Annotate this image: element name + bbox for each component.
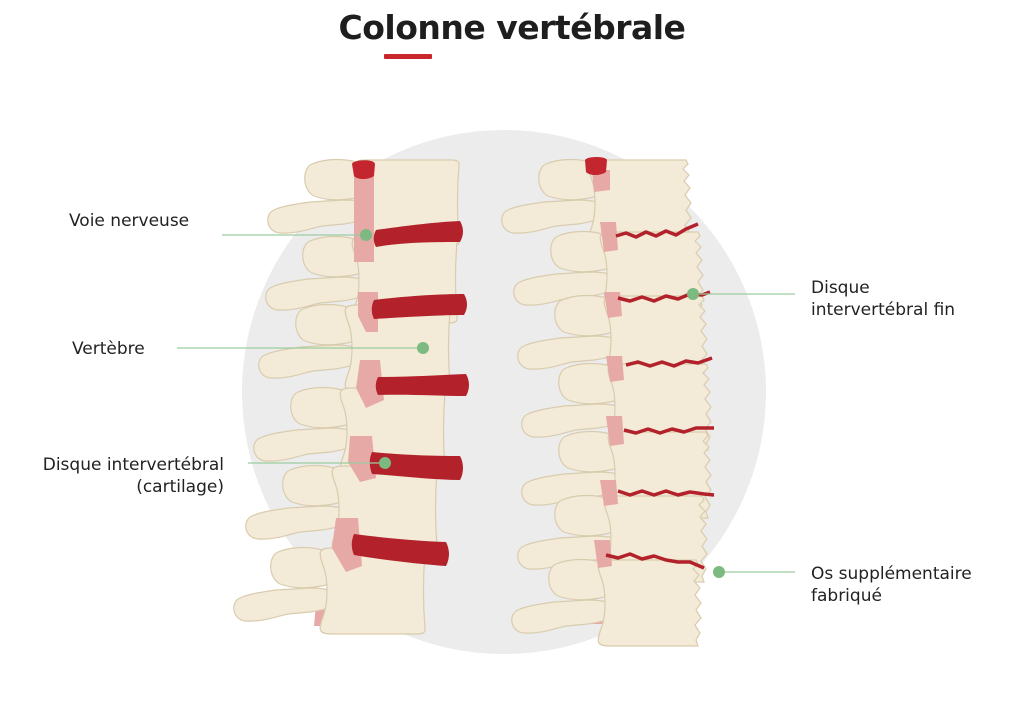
healthy-discs bbox=[351, 221, 469, 566]
marker-disc bbox=[379, 457, 391, 469]
label-disc: Disque intervertébral (cartilage) bbox=[22, 454, 224, 498]
leader-lines bbox=[177, 234, 795, 573]
title-underline bbox=[384, 54, 432, 59]
label-extra-bone-line2: fabriqué bbox=[811, 586, 882, 606]
healthy-spine bbox=[233, 158, 469, 635]
label-thin-disc: Disque intervertébral fin bbox=[811, 277, 955, 321]
marker-thin-disc bbox=[687, 288, 699, 300]
marker-extra-bone bbox=[713, 566, 725, 578]
markers bbox=[360, 229, 725, 578]
label-nerve-path: Voie nerveuse bbox=[69, 211, 190, 231]
healthy-nerve-path bbox=[332, 176, 384, 572]
degenerated-nerve-path bbox=[592, 170, 624, 568]
nerve-top-cap-degenerated bbox=[585, 157, 607, 175]
page-title: Colonne vertébrale bbox=[338, 8, 686, 47]
label-disc-line2: (cartilage) bbox=[136, 477, 224, 497]
label-extra-bone: Os supplémentaire fabriqué bbox=[811, 563, 972, 607]
label-extra-bone-line1: Os supplémentaire bbox=[811, 564, 972, 584]
marker-vertebra bbox=[417, 342, 429, 354]
label-disc-line1: Disque intervertébral bbox=[42, 455, 224, 475]
label-thin-disc-line2: intervertébral fin bbox=[811, 300, 956, 320]
marker-nerve bbox=[360, 229, 372, 241]
nerve-top-cap bbox=[352, 160, 375, 179]
degenerated-spine bbox=[501, 157, 715, 647]
label-vertebra: Vertèbre bbox=[72, 339, 145, 359]
thin-discs bbox=[605, 222, 715, 570]
label-thin-disc-line1: Disque bbox=[811, 278, 870, 298]
